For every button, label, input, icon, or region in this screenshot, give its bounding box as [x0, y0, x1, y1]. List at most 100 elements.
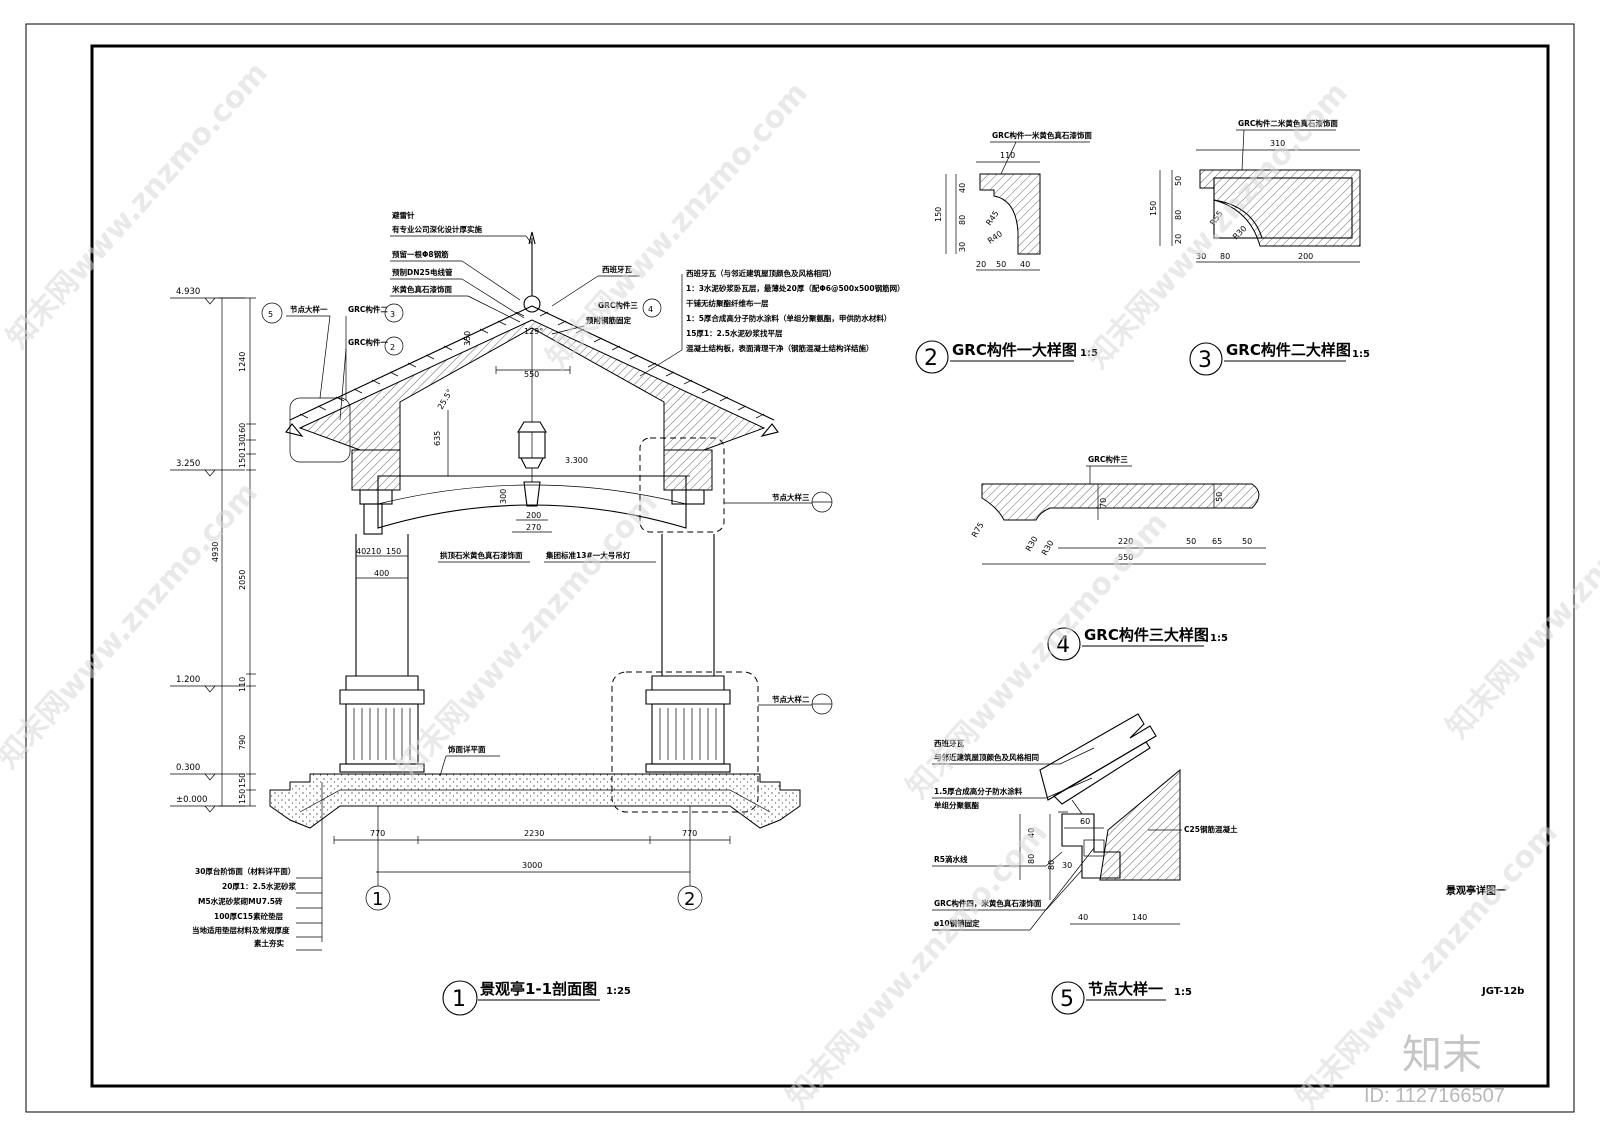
note-conduit: 预制DN25电线管 — [392, 267, 453, 277]
grc3-dim-550: 550 — [1118, 553, 1133, 562]
node1-dim-40b: 40 — [1078, 913, 1088, 922]
roof — [285, 231, 779, 529]
axis-markers: 1 2 — [365, 806, 703, 911]
section-view: 4.930 3.250 1.200 0.300 ±0.000 — [170, 210, 905, 1016]
node1-dim-60: 60 — [1080, 817, 1090, 826]
node1-view: 西班牙瓦 与邻近建筑屋顶颜色及风格相同 1.5厚合成高分子防水涂料 单组分聚氨酯… — [932, 713, 1238, 1015]
floor-notes: 30厚台阶饰面（材料详平面） 20厚1：2.5水泥砂浆 M5水泥砂浆砌MU7.5… — [192, 782, 323, 951]
floor-slab — [269, 773, 801, 829]
callout-box-node2 — [611, 671, 759, 813]
dim-150a: 150 — [238, 453, 247, 468]
callout-node1-num: 5 — [268, 310, 273, 319]
grc3-dim-50c: 50 — [1242, 537, 1252, 546]
grc3-r30a: R30 — [1024, 535, 1040, 553]
node1-dim-80: 80 — [1027, 854, 1036, 864]
callout-grc3-num: 4 — [648, 305, 653, 314]
floor-note-4: 100厚C15素砼垫层 — [214, 911, 284, 921]
section-title: 1 景观亭1-1剖面图 1:25 — [442, 980, 631, 1016]
node1-note-tile2: 与邻近建筑屋顶颜色及风格相同 — [934, 752, 1039, 762]
grc2-title-scale: 1:5 — [1352, 349, 1370, 360]
columns: 40 210 150 400 — [339, 503, 731, 773]
dim-790: 790 — [238, 735, 247, 750]
pendant-lamp: 300 200 270 — [499, 330, 552, 533]
node1-note-grc4: GRC构件四，米黄色真石漆饰面 — [934, 898, 1042, 908]
dim-40: 40 — [356, 547, 366, 556]
axis-1: 1 — [372, 889, 383, 910]
grc1-title-text: GRC构件一大样图 — [952, 341, 1077, 359]
dim-270: 270 — [526, 523, 541, 532]
sheet-title: 景观亭详图一 — [1446, 884, 1506, 897]
dim-770-right: 770 — [682, 829, 697, 838]
dim-550-roof: 550 — [524, 370, 539, 379]
note-rebar: 预留一根Φ8钢筋 — [392, 249, 449, 259]
callout-node2: 节点大样二 — [772, 694, 810, 704]
watermark-8: 知末网www.znzmo.com — [780, 816, 1055, 1116]
floor-note-1: 30厚台阶饰面（材料详平面） — [195, 866, 295, 876]
grc1-dim-150: 150 — [934, 207, 943, 222]
arch-beam — [377, 475, 687, 529]
grc1-dim-110: 110 — [1000, 151, 1015, 160]
grc1-dim-30: 30 — [958, 242, 967, 252]
roof-note-6: 混凝土结构板，表面清理干净（钢筋混凝土结构详结施） — [686, 343, 874, 353]
level-0300: 0.300 — [176, 763, 200, 773]
dim-130: 130 — [238, 437, 247, 452]
dim-150c: 150 — [238, 789, 247, 804]
roof-notes-left: 避雷针 有专业公司深化设计厚实施 预留一根Φ8钢筋 预制DN25电线管 米黄色真… — [390, 210, 533, 323]
dim-4930: 4930 — [211, 542, 220, 562]
dim-2230: 2230 — [524, 829, 544, 838]
level-4930: 4.930 — [176, 287, 200, 297]
grc3-dim-65: 65 — [1212, 537, 1222, 546]
roof-note-1: 西班牙瓦（与邻近建筑屋顶颜色及风格相同） — [686, 268, 836, 278]
sheet-code: JGT-12b — [1481, 986, 1524, 997]
roof-notes-right: 西班牙瓦（与邻近建筑屋顶颜色及风格相同） 1：3水泥砂浆卧瓦层，最薄处20厚（配… — [639, 268, 905, 377]
note-lightning-rod: 避雷针 — [392, 210, 415, 220]
grc1-dim-40b: 40 — [1020, 260, 1030, 269]
grc2-dim-30: 30 — [1196, 252, 1206, 261]
grc1-dim-80: 80 — [958, 215, 967, 225]
dim-1240: 1240 — [238, 352, 247, 372]
node1-title-text: 节点大样一 — [1088, 980, 1163, 998]
grc3-dim-50: 50 — [1215, 492, 1224, 502]
roof-note-4: 1：5厚合成高分子防水涂料（单组分聚氨酯，甲供防水材料） — [686, 313, 891, 323]
roof-note-5: 15厚1：2.5水泥砂浆找平层 — [686, 328, 783, 338]
grc1-dim-50: 50 — [996, 260, 1006, 269]
dim-150-col: 150 — [386, 547, 401, 556]
callout-grc1-num: 2 — [390, 343, 395, 352]
brand-logo: 知末 — [1402, 1032, 1482, 1078]
vertical-dimensions: 1240 160 130 150 4930 2050 110 790 150 1… — [211, 297, 256, 807]
dim-3300: 3.300 — [565, 456, 588, 465]
asset-id: ID: 1127166507 — [1364, 1085, 1505, 1107]
dim-200: 200 — [526, 511, 541, 520]
node1-note-drip: R5滴水线 — [934, 854, 968, 864]
callout-arch-finish: 拱顶石米黄色真石漆饰面 — [440, 550, 523, 560]
inner-border — [90, 44, 1550, 1088]
dim-110: 110 — [238, 677, 247, 692]
dim-300-lamp: 300 — [499, 489, 508, 504]
grc1-title-scale: 1:5 — [1080, 348, 1098, 359]
note-specialist: 有专业公司深化设计厚实施 — [392, 224, 482, 234]
level-3250: 3.250 — [176, 459, 200, 469]
node1-title-num: 5 — [1060, 987, 1074, 1012]
grc1-dim-40: 40 — [958, 183, 967, 193]
callout-grc2: GRC构件二 — [348, 304, 388, 314]
node1-title-scale: 1:5 — [1174, 987, 1192, 998]
callout-lamp: 集团标准13#一大号吊灯 — [545, 550, 631, 560]
node1-note-waterproof: 1.5厚合成高分子防水涂料 — [934, 786, 1023, 796]
grc1-label: GRC构件一米黄色真石漆饰面 — [992, 130, 1092, 140]
note-stone-paint: 米黄色真石漆饰面 — [392, 284, 452, 294]
horizontal-dimensions: 770 2230 770 3000 — [333, 829, 731, 873]
grc3-view: GRC构件三 70 50 R75 R30 R30 220 50 65 50 55… — [970, 454, 1266, 661]
grc2-view: GRC构件二米黄色真石漆饰面 310 50 150 80 20 30 80 20… — [1149, 118, 1370, 376]
grc2-dim-20: 20 — [1174, 234, 1183, 244]
section-title-num: 1 — [452, 987, 466, 1012]
grc3-label: GRC构件三 — [1088, 454, 1128, 464]
dim-2050: 2050 — [238, 570, 247, 590]
grc2-dim-200: 200 — [1298, 252, 1313, 261]
grc3-dim-70: 70 — [1099, 498, 1108, 508]
level-0000: ±0.000 — [176, 795, 207, 805]
floor-note-3: M5水泥砂浆砌MU7.5砖 — [198, 896, 283, 906]
dim-350: 350 — [463, 331, 472, 346]
dim-129: 129° — [524, 327, 543, 336]
grc1-r45: R45 — [984, 209, 1000, 227]
grc2-dim-150: 150 — [1149, 201, 1158, 216]
